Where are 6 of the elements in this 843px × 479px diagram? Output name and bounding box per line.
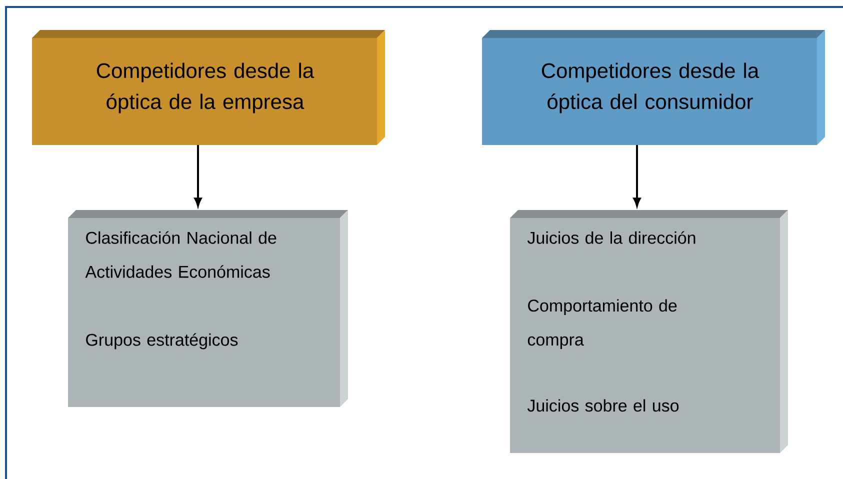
arrow — [633, 145, 641, 206]
heading-box: Competidores desde la óptica del consumidor — [482, 30, 825, 145]
arrow — [194, 145, 202, 206]
heading-box: Competidores desde la óptica de la empresa — [32, 30, 385, 145]
list-box: Juicios de la dirección Comportamiento de compra Juicios sobre el uso — [510, 210, 788, 453]
list-box: Clasificación Nacional de Actividades Económicas Grupos estratégicos — [68, 210, 348, 407]
